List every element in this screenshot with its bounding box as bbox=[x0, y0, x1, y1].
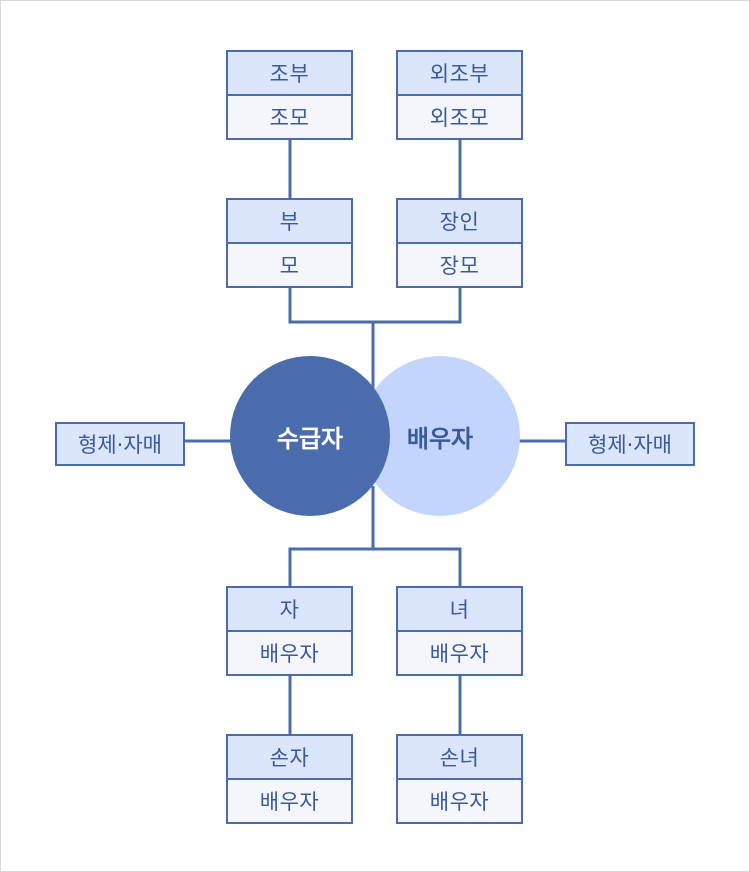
mother-label: 모 bbox=[228, 242, 351, 286]
granddaughter-label: 손녀 bbox=[398, 736, 521, 778]
daughter-spouse-label: 배우자 bbox=[398, 630, 521, 674]
son-spouse-label: 배우자 bbox=[228, 630, 351, 674]
recipient-label: 수급자 bbox=[276, 424, 344, 453]
son-box: 자 배우자 bbox=[226, 586, 353, 676]
father-label: 부 bbox=[228, 200, 351, 242]
spouse-label: 배우자 bbox=[406, 424, 474, 453]
grandparents-box: 조부 조모 bbox=[226, 50, 353, 140]
granddaughter-spouse-label: 배우자 bbox=[398, 778, 521, 822]
grandson-box: 손자 배우자 bbox=[226, 734, 353, 824]
father-in-law-label: 장인 bbox=[398, 200, 521, 242]
daughter-box: 녀 배우자 bbox=[396, 586, 523, 676]
son-label: 자 bbox=[228, 588, 351, 630]
mother-in-law-label: 장모 bbox=[398, 242, 521, 286]
siblings-right-box: 형제·자매 bbox=[565, 422, 695, 466]
maternal-grandparents-box: 외조부 외조모 bbox=[396, 50, 523, 140]
grandson-spouse-label: 배우자 bbox=[228, 778, 351, 822]
line-children bbox=[288, 547, 462, 587]
in-laws-box: 장인 장모 bbox=[396, 198, 523, 288]
siblings-left-label: 형제·자매 bbox=[78, 433, 162, 457]
grandson-label: 손자 bbox=[228, 736, 351, 778]
maternal-grandfather-label: 외조부 bbox=[398, 52, 521, 94]
siblings-right-label: 형제·자매 bbox=[588, 433, 672, 457]
recipient-circle: 수급자 bbox=[230, 356, 390, 516]
granddaughter-box: 손녀 배우자 bbox=[396, 734, 523, 824]
maternal-grandmother-label: 외조모 bbox=[398, 94, 521, 138]
grandfather-label: 조부 bbox=[228, 52, 351, 94]
daughter-label: 녀 bbox=[398, 588, 521, 630]
line-parents-center bbox=[288, 285, 462, 324]
grandmother-label: 조모 bbox=[228, 94, 351, 138]
siblings-left-box: 형제·자매 bbox=[55, 422, 185, 466]
parents-box: 부 모 bbox=[226, 198, 353, 288]
